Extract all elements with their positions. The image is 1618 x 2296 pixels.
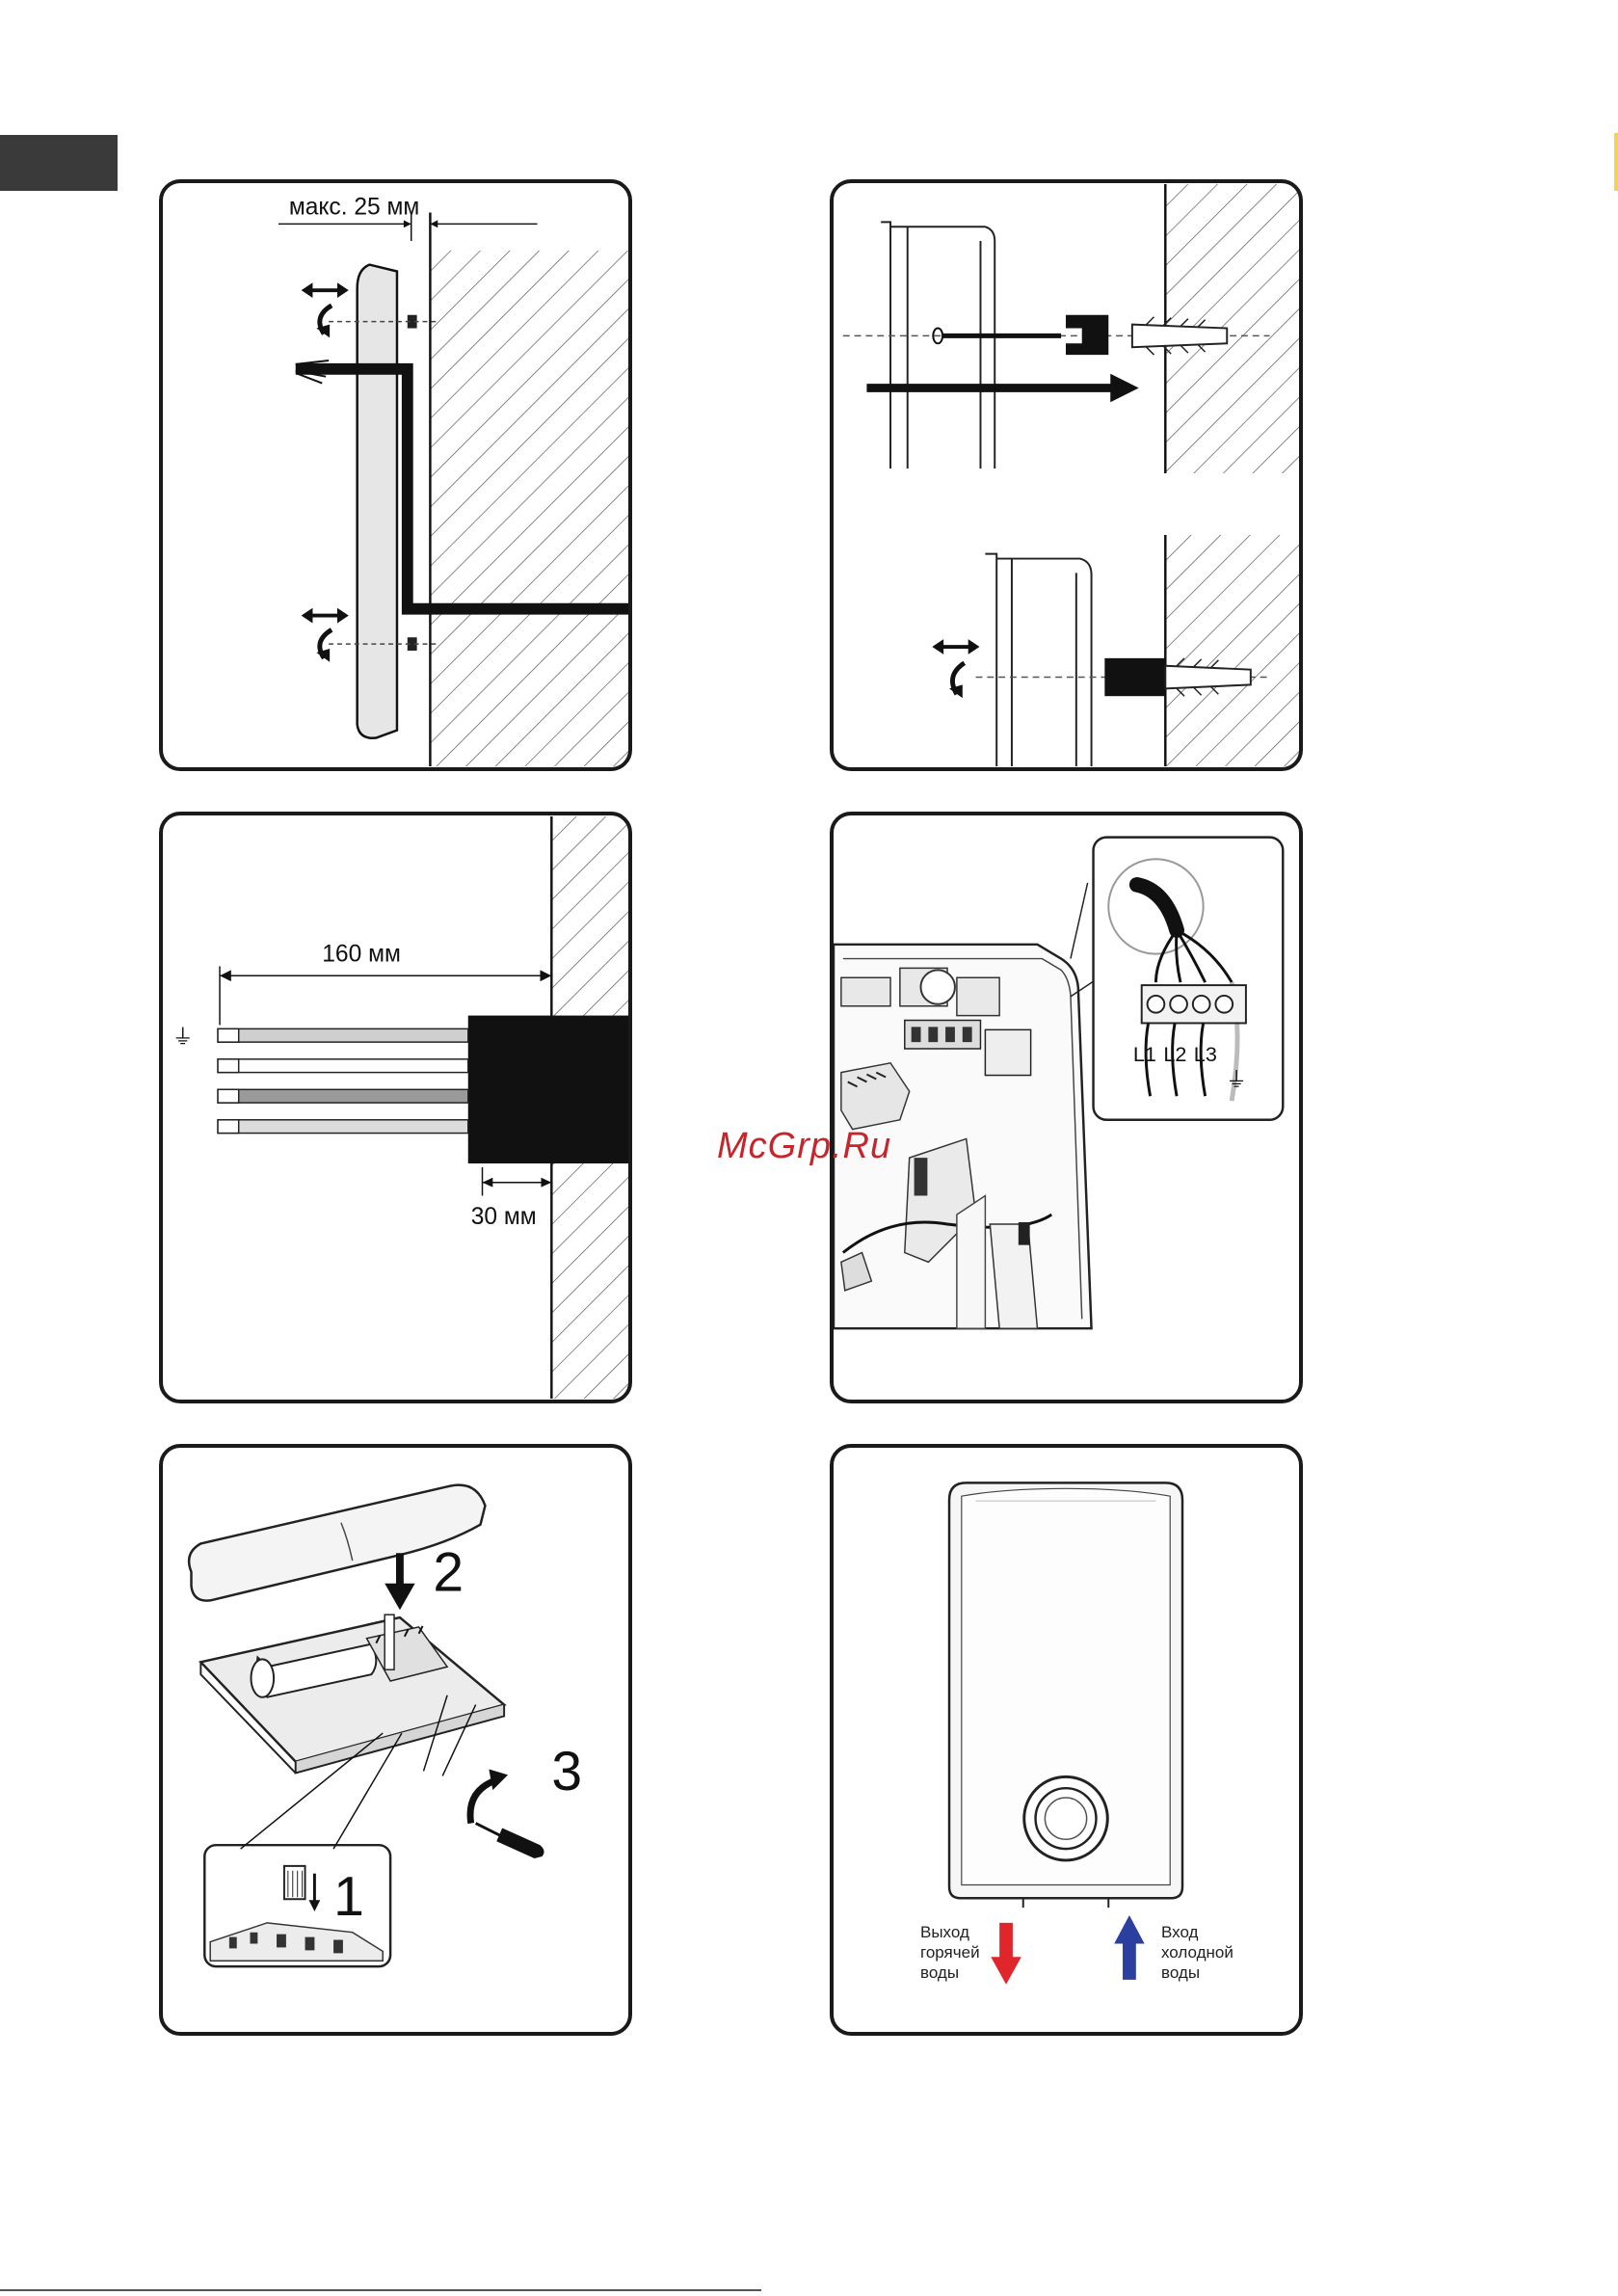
- figure-terminal-connection: L1 L2 L3 ⏚: [830, 812, 1303, 1403]
- terminal-zoom-callout: [1094, 838, 1284, 1120]
- step-1-number: 1: [333, 1866, 364, 1928]
- figure-cover-steps: 2 3 1: [159, 1444, 632, 2036]
- figure-wall-gap: макс. 25 мм: [159, 179, 632, 771]
- watermark: McGrp.Ru: [717, 1126, 891, 1167]
- adjust-arrows: [932, 639, 979, 698]
- cold-water-arrow: [1114, 1915, 1144, 1980]
- wire-l3: [218, 1120, 468, 1134]
- wire-earth: [218, 1028, 468, 1042]
- figure-cover-steps-drawing: 2 3 1: [163, 1448, 628, 2032]
- footer-rule: [0, 2289, 761, 2291]
- figure-water-connections: Выход горячей воды Вход холодной воды: [830, 1444, 1303, 2036]
- page-edge-mark: [1614, 133, 1618, 191]
- stub-label: 30 мм: [471, 1204, 537, 1230]
- screwdriver-icon: [476, 1824, 544, 1858]
- wall-dowel: [1132, 325, 1227, 348]
- wall-hatch: [430, 251, 628, 766]
- terminal-l3: L3: [1194, 1042, 1217, 1066]
- terminal-l2: L2: [1163, 1042, 1186, 1066]
- wall-hatch-bottom: [1165, 535, 1299, 766]
- figure-bracket-mounting-drawing: [834, 183, 1299, 767]
- section-tab-marker: [0, 135, 118, 191]
- step-3-number: 3: [551, 1741, 582, 1802]
- max-gap-label: макс. 25 мм: [289, 194, 420, 220]
- hot-water-arrow: [991, 1923, 1021, 1985]
- terminal-l1: L1: [1133, 1042, 1156, 1066]
- length-label: 160 мм: [322, 942, 401, 968]
- hot-water-outlet-label: Выход горячей воды: [920, 1922, 980, 1983]
- cable-sheath: [468, 1016, 628, 1163]
- adjust-arrows-top: [302, 282, 349, 337]
- wire-l2: [218, 1089, 468, 1103]
- step-2-number: 2: [433, 1542, 464, 1604]
- earth-icon: ⏚: [1226, 1067, 1247, 1091]
- adjust-arrows-bottom: [302, 608, 349, 662]
- figure-cable-strip: 160 мм 30 мм ⏚: [159, 812, 632, 1403]
- step-3-rotate-arrow: [470, 1780, 494, 1823]
- cold-water-inlet-label: Вход холодной воды: [1161, 1922, 1233, 1983]
- mounted-bracket: [1104, 658, 1165, 696]
- figure-wall-gap-drawing: макс. 25 мм: [163, 183, 628, 767]
- terminal-block: [1142, 985, 1246, 1023]
- wire-l1: [218, 1059, 468, 1073]
- figure-bracket-mounting: [830, 179, 1303, 771]
- bracket-hook: [1066, 315, 1108, 355]
- earth-icon: ⏚: [172, 1025, 194, 1049]
- heater-side-profile: [358, 265, 397, 738]
- figure-cable-strip-drawing: 160 мм 30 мм ⏚: [163, 815, 628, 1400]
- figure-terminal-connection-drawing: L1 L2 L3 ⏚: [834, 815, 1299, 1400]
